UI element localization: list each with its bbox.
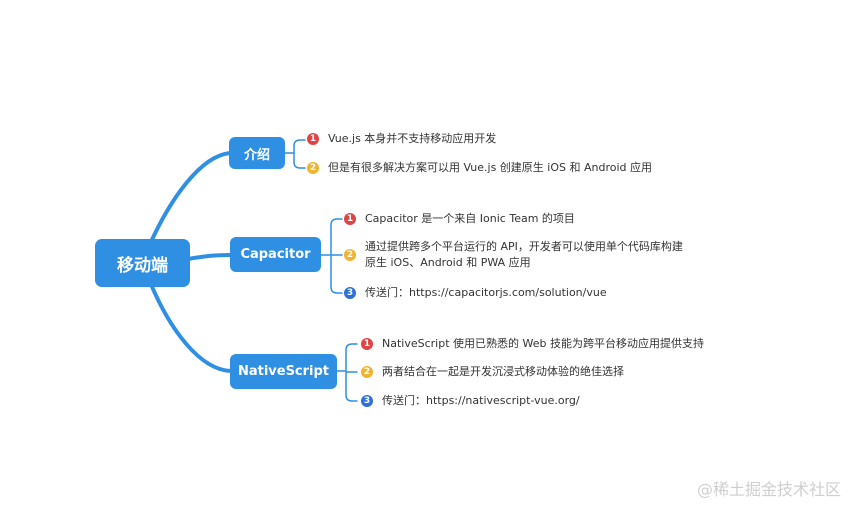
branch-node-capacitor: Capacitor (230, 237, 321, 272)
capacitor-bracket (320, 218, 343, 294)
branch-node-intro: 介绍 (229, 137, 285, 169)
nativescript-bracket (336, 343, 358, 402)
leaf-text: Vue.js 本身并不支持移动应用开发 (328, 132, 497, 145)
leaf-text: 传送门：https://nativescript-vue.org/ (382, 394, 580, 407)
leaf-text-line-1: 通过提供跨多个平台运行的 API，开发者可以使用单个代码库构建 (365, 240, 683, 253)
capacitor-leaf-1: 1 Capacitor 是一个来自 Ionic Team 的项目 (344, 211, 575, 227)
leaf-text: NativeScript 使用已熟悉的 Web 技能为跨平台移动应用提供支持 (382, 337, 704, 350)
number-1-icon: 1 (307, 133, 319, 145)
intro-bracket (284, 139, 306, 169)
leaf-text: 但是有很多解决方案可以用 Vue.js 创建原生 iOS 和 Android 应… (328, 161, 653, 174)
capacitor-leaf-3: 3 传送门：https://capacitorjs.com/solution/v… (344, 285, 607, 301)
number-3-icon: 3 (344, 287, 356, 299)
number-2-icon: 2 (307, 162, 319, 174)
number-2-icon: 2 (344, 249, 356, 261)
capacitor-leaf-2: 2 通过提供跨多个平台运行的 API，开发者可以使用单个代码库构建 原生 iOS… (344, 239, 683, 271)
root-to-capacitor-connector (186, 253, 233, 261)
leaf-text-block: 通过提供跨多个平台运行的 API，开发者可以使用单个代码库构建 原生 iOS、A… (365, 239, 683, 271)
leaf-text: 两者结合在一起是开发沉浸式移动体验的绝佳选择 (382, 365, 624, 378)
leaf-text: 传送门：https://capacitorjs.com/solution/vue (365, 286, 607, 299)
leaf-text: Capacitor 是一个来自 Ionic Team 的项目 (365, 212, 575, 225)
nativescript-leaf-3: 3 传送门：https://nativescript-vue.org/ (361, 393, 580, 409)
root-node: 移动端 (95, 239, 190, 287)
nativescript-leaf-1: 1 NativeScript 使用已熟悉的 Web 技能为跨平台移动应用提供支持 (361, 336, 704, 352)
root-to-nativescript-connector (148, 280, 233, 373)
root-to-intro-connector (148, 151, 232, 246)
branch-node-nativescript: NativeScript (230, 354, 337, 389)
number-2-icon: 2 (361, 366, 373, 378)
intro-leaf-1: 1 Vue.js 本身并不支持移动应用开发 (307, 131, 496, 147)
intro-leaf-2: 2 但是有很多解决方案可以用 Vue.js 创建原生 iOS 和 Android… (307, 160, 652, 176)
nativescript-leaf-2: 2 两者结合在一起是开发沉浸式移动体验的绝佳选择 (361, 364, 624, 380)
number-1-icon: 1 (344, 213, 356, 225)
leaf-text-line-2: 原生 iOS、Android 和 PWA 应用 (365, 256, 531, 269)
watermark: @稀土掘金技术社区 (696, 480, 841, 499)
number-3-icon: 3 (361, 395, 373, 407)
number-1-icon: 1 (361, 338, 373, 350)
